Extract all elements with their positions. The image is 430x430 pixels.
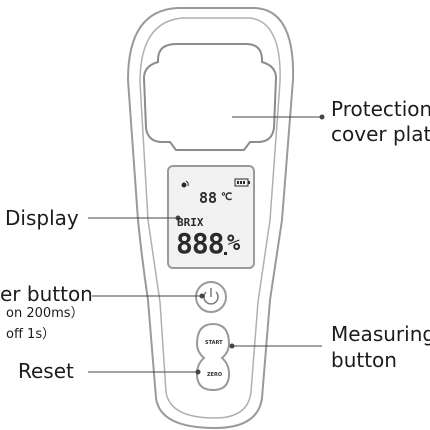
protection-cover-plate [142,43,278,151]
lcd-reading: 888 [176,227,225,260]
battery-icon [234,178,250,187]
lcd-decimal-point [224,252,227,255]
label-power-note1: on 200ms） [6,306,84,321]
zero-label: ZERO [207,372,223,378]
label-power-note2: off 1s） [6,327,56,342]
lcd-mode: BRIX [177,216,204,229]
signal-icon [181,180,189,188]
label-protection-line2: cover plat [331,122,430,146]
label-protection-line1: Protection [331,97,430,121]
measuring-button[interactable] [195,322,231,392]
lcd-temperature: 88 [199,189,218,207]
lcd-screen [167,165,255,269]
device-body-outline [126,7,295,430]
label-display: Display [5,206,79,230]
start-label: START [205,340,223,346]
lcd-percent: % [227,231,241,256]
lcd-temp-unit: ℃ [221,192,233,203]
label-measuring-line2: button [331,348,397,372]
label-measuring-line1: Measuring [331,322,430,346]
label-reset: Reset [18,359,74,383]
label-power-button: er button [0,282,93,306]
leader-lines [88,114,325,375]
device-body-inner-outline [139,17,281,419]
